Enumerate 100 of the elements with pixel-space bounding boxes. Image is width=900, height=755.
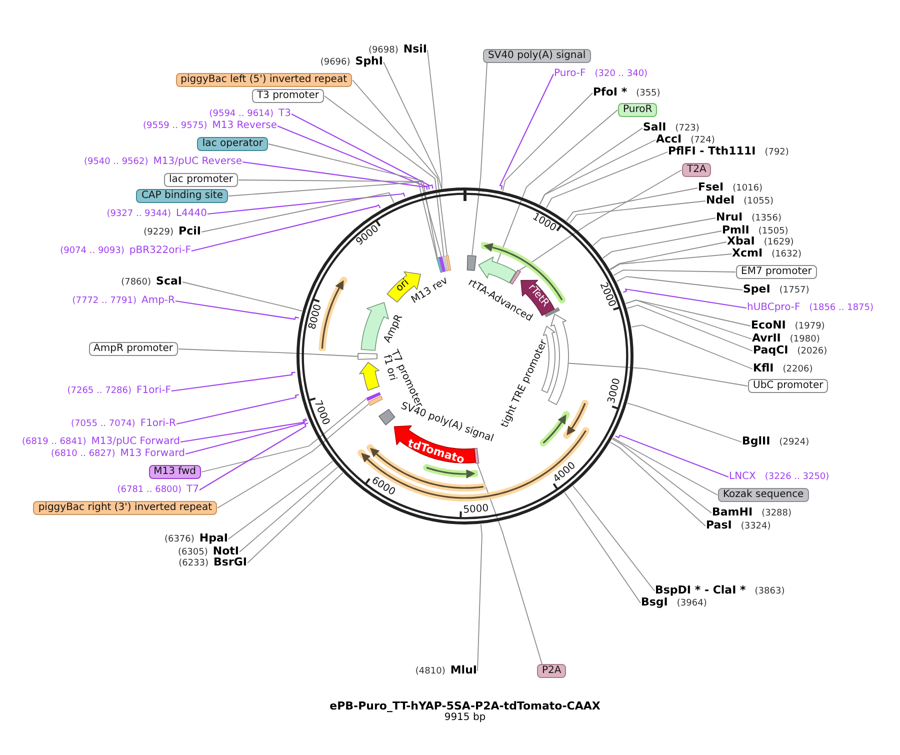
primer-name: Puro-F xyxy=(554,67,586,80)
leader-line xyxy=(546,152,668,208)
leader-line xyxy=(268,144,438,258)
leader-line xyxy=(610,242,727,270)
feature-name: ori xyxy=(394,278,412,294)
site-position: (2206) xyxy=(782,364,813,376)
primer-name: M13/pUC Reverse xyxy=(153,155,242,168)
primer-range: (7265 .. 7286) xyxy=(67,385,132,398)
leader-line xyxy=(625,300,752,340)
site-position: (1016) xyxy=(732,182,763,195)
position-number: 7000 xyxy=(311,398,332,427)
site-position: (724) xyxy=(690,134,715,146)
primer-range: (9559 .. 9575) xyxy=(142,120,208,133)
leader-line xyxy=(626,402,742,442)
leader-line xyxy=(539,140,656,205)
primer-range: (7055 .. 7074) xyxy=(71,418,136,431)
enzyme-name: ScaI xyxy=(156,274,182,288)
site-position: (3288) xyxy=(762,508,792,520)
feature-label: piggyBac left (5') inverted repeat xyxy=(176,73,352,87)
feature-label: Kozak sequence xyxy=(718,488,809,502)
site-position: (1629) xyxy=(764,236,794,250)
enzyme-name: PaqCI xyxy=(753,344,788,356)
feature-box xyxy=(465,254,478,273)
leader-line xyxy=(277,126,430,190)
site-position: (6233) xyxy=(178,558,209,570)
position-number: 5000 xyxy=(463,503,490,517)
primer-name: pBR322ori-F xyxy=(129,244,191,257)
feature-label: PuroR xyxy=(618,103,658,117)
site-position: (2026) xyxy=(797,346,828,358)
site-position: (7860) xyxy=(121,276,152,290)
primer-range: (7772 .. 7791) xyxy=(72,295,136,308)
leader-line xyxy=(610,442,706,526)
site-position: (2924) xyxy=(779,436,810,450)
enzyme-name: NdeI xyxy=(706,194,735,206)
site-position: (1757) xyxy=(779,284,810,298)
leader-line xyxy=(171,372,296,392)
primer-name: M13/pUC Forward xyxy=(91,435,180,448)
feature-label: T2A xyxy=(682,163,712,177)
feature-stripes-drawing xyxy=(365,390,385,408)
enzyme-name: BsrGI xyxy=(214,556,247,568)
enzyme-name: HpaI xyxy=(199,532,228,544)
enzyme-name: BglII xyxy=(742,434,770,448)
primer-name: M13 Forward xyxy=(120,447,185,460)
leader-line xyxy=(291,114,434,189)
primer-range: (9327 .. 9344) xyxy=(106,208,171,221)
feature-marker xyxy=(472,446,481,465)
primer-range: (6819 .. 6841) xyxy=(22,436,86,449)
site-position: (1632) xyxy=(772,248,802,262)
site-position: (3964) xyxy=(676,598,707,610)
enzyme-name: KflI xyxy=(753,362,774,374)
leader-line xyxy=(613,270,736,276)
feature-stripes-drawing xyxy=(543,306,562,319)
primer-name: T7 xyxy=(186,483,199,496)
primer-name: LNCX xyxy=(729,470,756,483)
enzyme-name: XcmI xyxy=(732,246,763,260)
primer-name: M13 Reverse xyxy=(212,119,277,132)
enzyme-name: AvrII xyxy=(752,332,781,344)
leader-line xyxy=(228,460,334,540)
leader-line xyxy=(569,200,706,224)
site-position: (792) xyxy=(764,146,789,160)
feature-box xyxy=(377,407,397,427)
feature-label: CAP binding site xyxy=(136,189,228,203)
enzyme-name: EcoNI xyxy=(751,318,786,332)
leader-line xyxy=(180,418,307,443)
feature-label: T3 promoter xyxy=(252,89,324,103)
primer-range: (6781 .. 6800) xyxy=(117,484,182,497)
primer-name: F1ori-R xyxy=(140,417,176,430)
leader-line xyxy=(176,394,300,425)
site-position: (9229) xyxy=(144,226,174,240)
leader-line xyxy=(324,96,444,256)
feature-label: piggyBac right (3') inverted repeat xyxy=(33,501,217,515)
primer-range: (9540 .. 9562) xyxy=(84,156,148,169)
position-number: 2000 xyxy=(596,281,618,310)
feature-label: M13 fwd xyxy=(148,465,201,479)
leader-line xyxy=(612,437,718,496)
plasmid-name: ePB-Puro_TT-hYAP-5SA-P2A-tdTomato-CAAX xyxy=(330,700,600,712)
enzyme-name: MluI xyxy=(450,664,477,676)
leader-line xyxy=(201,398,367,472)
enzyme-name: PasI xyxy=(706,518,732,532)
enzyme-name: NotI xyxy=(212,544,239,558)
feature-label: AmpR promoter xyxy=(88,342,178,356)
enzyme-name: PflFI - Tth111I xyxy=(668,144,756,158)
leader-line xyxy=(383,62,442,190)
primer-name: T3 xyxy=(278,107,291,120)
feature-name: M13 rev xyxy=(409,275,450,307)
primer-name: F1ori-F xyxy=(136,384,171,397)
primer-name: Amp-R xyxy=(142,294,175,307)
feature-label: lac promoter xyxy=(164,173,238,187)
site-position: (1055) xyxy=(744,196,774,208)
leader-line xyxy=(502,92,593,192)
feature-label: EM7 promoter xyxy=(736,265,817,279)
primer-name: L4440 xyxy=(176,207,207,220)
feature-arc xyxy=(358,360,381,392)
leader-line xyxy=(499,74,554,190)
enzyme-name: PciI xyxy=(178,224,201,238)
site-position: (1505) xyxy=(758,226,788,238)
primer-range: (9594 .. 9614) xyxy=(209,108,274,120)
leader-line xyxy=(242,161,428,190)
site-position: (3863) xyxy=(754,586,785,598)
site-position: (723) xyxy=(675,122,700,134)
